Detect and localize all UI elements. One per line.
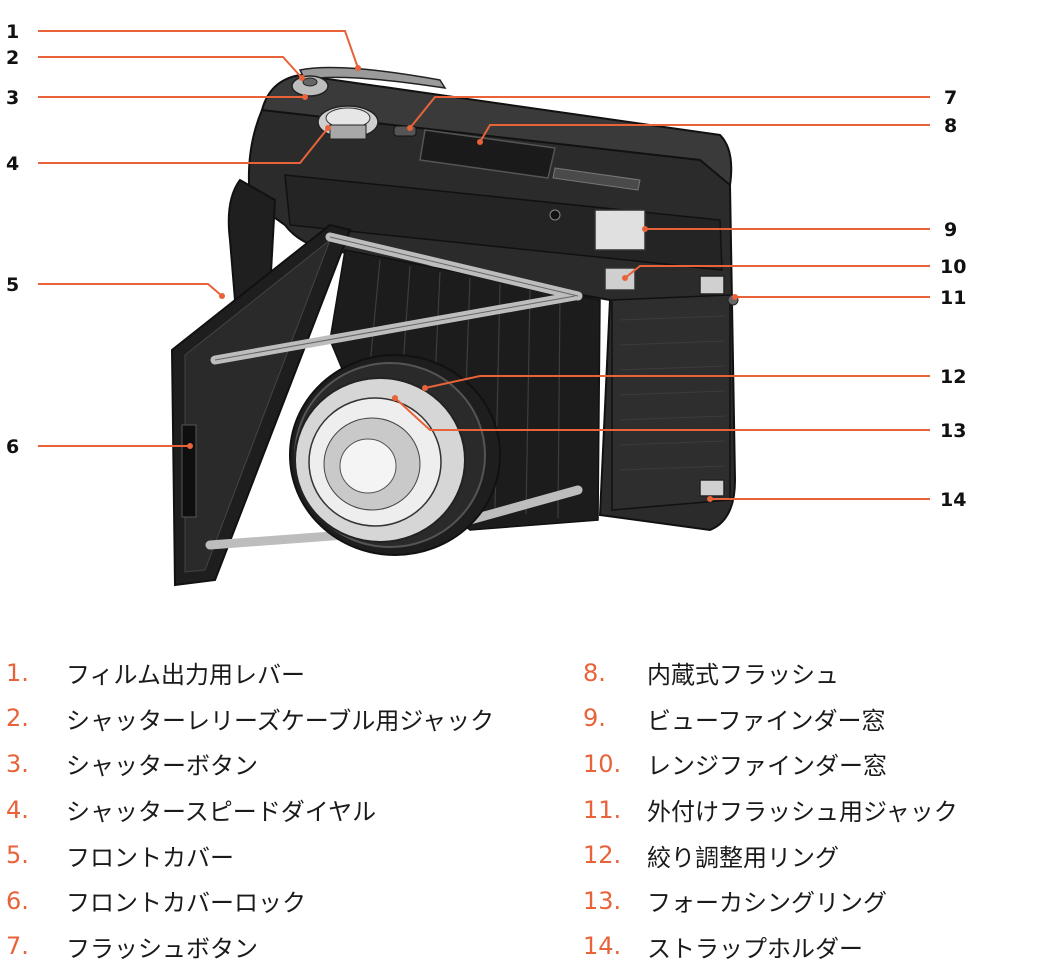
legend-number: 2. <box>6 704 29 733</box>
legend-item: 1. フィルム出力用レバー <box>6 650 494 696</box>
legend-label: シャッターボタン <box>66 752 258 781</box>
legend-label: 外付けフラッシュ用ジャック <box>647 798 958 827</box>
legend-label: シャッターレリーズケーブル用ジャック <box>66 706 495 735</box>
film-lever <box>298 66 447 89</box>
legend-label: ビューファインダー窓 <box>647 706 886 735</box>
callout-1: 1 <box>6 21 19 43</box>
legend-item: 9. ビューファインダー窓 <box>583 696 958 742</box>
legend-item: 2. シャッターレリーズケーブル用ジャック <box>6 696 494 742</box>
legend-item: 6. フロントカバーロック <box>6 878 494 924</box>
legend-number: 10. <box>583 749 622 778</box>
legend-right-column: 8. 内蔵式フラッシュ 9. ビューファインダー窓 10. レンジファインダー窓 11… <box>583 650 958 969</box>
legend-label: フロントカバー <box>66 843 234 872</box>
legend-label: フィルム出力用レバー <box>66 661 306 690</box>
legend-number: 14. <box>583 932 622 961</box>
legend-item: 4. シャッタースピードダイヤル <box>6 787 494 833</box>
viewfinder-window <box>594 209 646 251</box>
side-grip <box>611 294 731 511</box>
callout-14: 14 <box>940 489 966 511</box>
legend-number: 11. <box>583 795 622 824</box>
legend-item: 14. ストラップホルダー <box>583 924 958 970</box>
callout-9: 9 <box>944 219 957 241</box>
callout-3: 3 <box>6 87 19 109</box>
legend-label: 絞り調整用リング <box>647 843 839 872</box>
legend-item: 13. フォーカシングリング <box>583 878 958 924</box>
legend-item: 7. フラッシュボタン <box>6 924 494 970</box>
legend-number: 7. <box>6 932 29 961</box>
legend-item: 11. 外付けフラッシュ用ジャック <box>583 787 958 833</box>
callout-4: 4 <box>6 153 19 175</box>
legend-number: 12. <box>583 841 622 870</box>
legend-item: 8. 内蔵式フラッシュ <box>583 650 958 696</box>
legend-label: フラッシュボタン <box>66 934 258 963</box>
callout-13: 13 <box>940 420 966 442</box>
callout-6: 6 <box>6 436 19 458</box>
legend-item: 12. 絞り調整用リング <box>583 832 958 878</box>
camera-illustration <box>170 66 739 587</box>
legend-left-column: 1. フィルム出力用レバー 2. シャッターレリーズケーブル用ジャック 3. シャッタ… <box>6 650 494 969</box>
legend-item: 3. シャッターボタン <box>6 741 494 787</box>
rangefinder-window <box>604 267 636 291</box>
strap-holder-top <box>699 275 725 295</box>
legend-number: 8. <box>583 658 606 687</box>
lens <box>289 354 501 556</box>
front-cover-lock <box>181 424 197 518</box>
callout-2: 2 <box>6 47 19 69</box>
callout-11: 11 <box>940 287 966 309</box>
callout-10: 10 <box>940 256 966 278</box>
legend-label: レンジファインダー窓 <box>647 752 887 781</box>
legend-label: ストラップホルダー <box>647 934 863 963</box>
top-plate <box>260 73 733 187</box>
legend-number: 6. <box>6 886 29 915</box>
strap-holder-bottom <box>699 479 725 497</box>
callout-8: 8 <box>944 115 957 137</box>
legend-label: フロントカバーロック <box>66 889 306 918</box>
legend-number: 9. <box>583 704 606 733</box>
callout-12: 12 <box>940 366 966 388</box>
camera-diagram: 1 2 3 4 5 6 7 8 9 10 11 12 13 14 <box>6 21 966 587</box>
legend-number: 13. <box>583 886 622 915</box>
built-in-flash <box>419 129 556 179</box>
legend-label: 内蔵式フラッシュ <box>647 661 839 690</box>
legend-label: シャッタースピードダイヤル <box>66 798 377 827</box>
callout-numbers: 1 2 3 4 5 6 7 8 9 10 11 12 13 14 <box>6 21 966 511</box>
legend-number: 3. <box>6 749 29 778</box>
callout-5: 5 <box>6 274 19 296</box>
legend-number: 5. <box>6 841 29 870</box>
legend-number: 1. <box>6 658 29 687</box>
callout-lines <box>38 30 930 502</box>
legend-item: 5. フロントカバー <box>6 832 494 878</box>
legend-label: フォーカシングリング <box>647 889 887 918</box>
legend-item: 10. レンジファインダー窓 <box>583 741 958 787</box>
legend-number: 4. <box>6 795 29 824</box>
callout-7: 7 <box>944 87 957 109</box>
